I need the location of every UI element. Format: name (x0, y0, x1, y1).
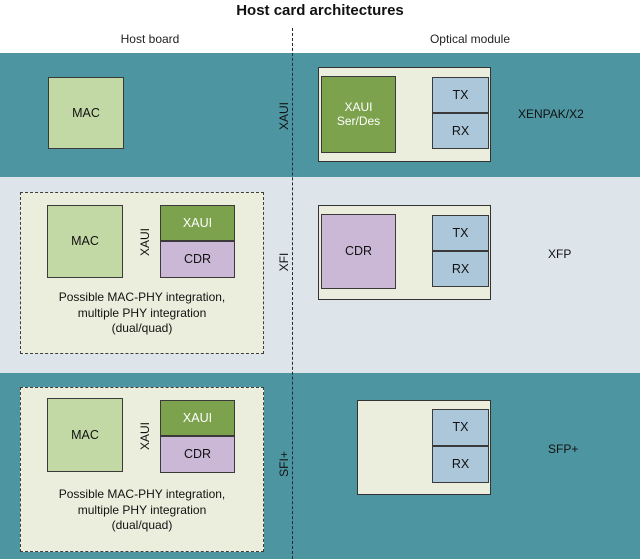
row2-module-cdr-block: CDR (321, 214, 396, 289)
row2-inner-interface-label: XAUI (138, 228, 152, 257)
row2-cdr-block: CDR (160, 241, 235, 278)
diagram-title: Host card architectures (236, 2, 404, 19)
row2-interface-label: XFI (277, 252, 291, 272)
host-board-header: Host board (120, 32, 180, 46)
row2-tx-block: TX (432, 215, 489, 251)
row1-form-factor-label: XENPAK/X2 (518, 107, 584, 121)
row3-cdr-block: CDR (160, 436, 235, 473)
row2-mac-block: MAC (47, 205, 123, 278)
optical-module-header: Optical module (429, 32, 511, 46)
row3-xaui-block: XAUI (160, 400, 235, 436)
row2-integration-note: Possible MAC-PHY integration, multiple P… (58, 290, 226, 336)
row1-rx-block: RX (432, 113, 489, 149)
row1-interface-label: XAUI (277, 102, 291, 131)
row3-tx-block: TX (432, 409, 489, 446)
row2-rx-block: RX (432, 251, 489, 287)
row3-form-factor-label: SFP+ (548, 442, 579, 456)
row1-tx-block: TX (432, 77, 489, 113)
row3-rx-block: RX (432, 446, 489, 483)
row3-integration-note: Possible MAC-PHY integration, multiple P… (58, 487, 226, 533)
host-module-divider (292, 28, 293, 559)
row3-inner-interface-label: XAUI (138, 422, 152, 451)
row1-xaui-serdes-block: XAUI Ser/Des (321, 76, 396, 153)
row3-interface-label: SFI+ (277, 451, 291, 477)
row2-xaui-block: XAUI (160, 205, 235, 241)
row2-form-factor-label: XFP (548, 247, 572, 261)
row1-mac-block: MAC (48, 77, 124, 149)
row3-mac-block: MAC (47, 398, 123, 472)
